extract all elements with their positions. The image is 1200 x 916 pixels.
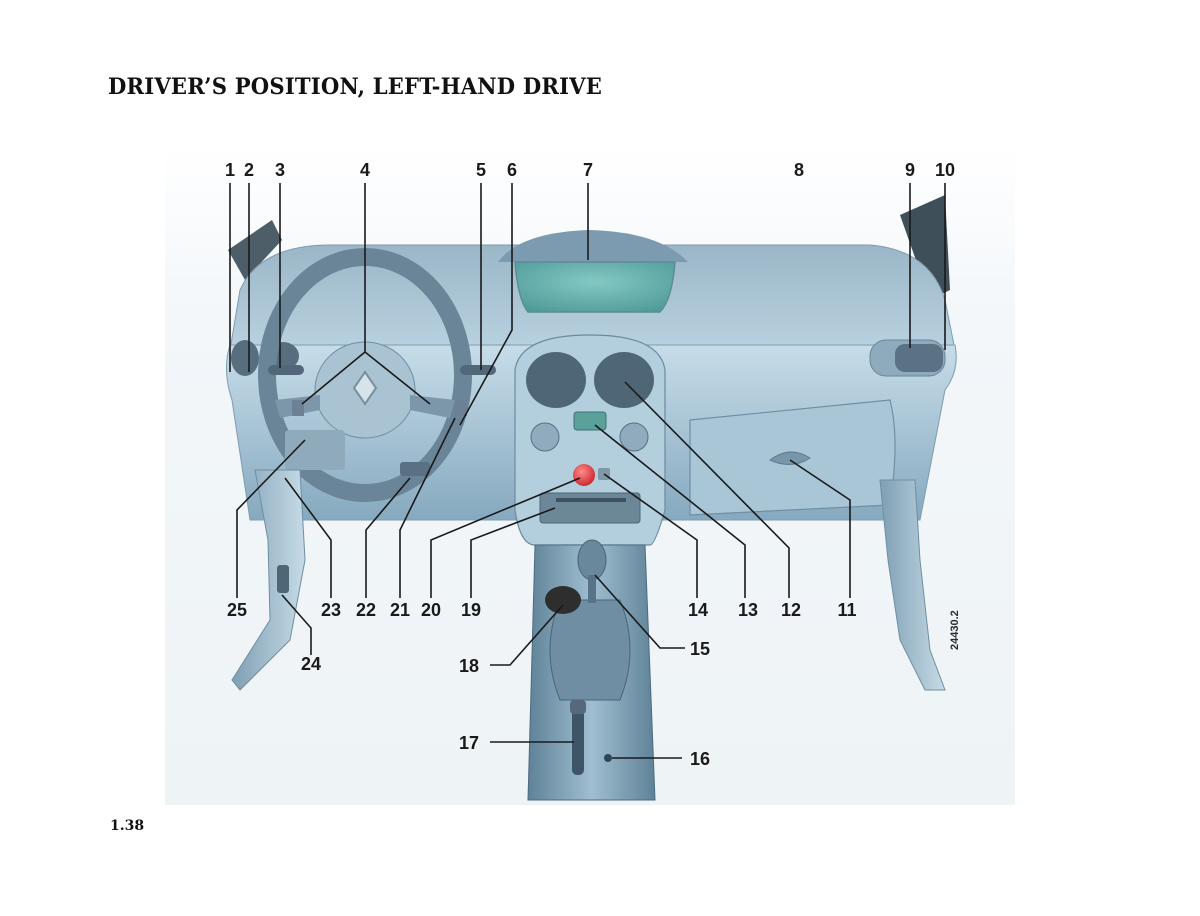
left-stalk[interactable] xyxy=(268,365,304,375)
callout-25: 25 xyxy=(227,600,247,620)
page-title: DRIVER’S POSITION, LEFT-HAND DRIVE xyxy=(108,74,603,100)
right-climate-knob[interactable] xyxy=(619,422,649,452)
renault-logo-icon xyxy=(352,370,378,406)
callout-9: 9 xyxy=(905,160,915,180)
callout-3: 3 xyxy=(275,160,285,180)
callout-23: 23 xyxy=(321,600,341,620)
callout-14: 14 xyxy=(688,600,708,620)
display-hood xyxy=(498,230,688,262)
handbrake-top xyxy=(570,700,586,714)
radio-slot xyxy=(556,498,626,502)
callout-13: 13 xyxy=(738,600,758,620)
callout-17: 17 xyxy=(459,733,479,753)
callout-20: 20 xyxy=(421,600,441,620)
knee-panel xyxy=(285,430,345,470)
callout-7: 7 xyxy=(583,160,593,180)
right-vent-grille xyxy=(895,344,943,372)
horn-switch-right[interactable] xyxy=(455,400,467,416)
callout-8: 8 xyxy=(794,160,804,180)
page-number: 1.38 xyxy=(110,818,145,834)
callout-24: 24 xyxy=(301,654,321,674)
callout-19: 19 xyxy=(461,600,481,620)
hazard-warning-button[interactable] xyxy=(573,464,595,486)
callout-21: 21 xyxy=(390,600,410,620)
storage-button[interactable] xyxy=(604,754,612,762)
callout-10: 10 xyxy=(935,160,955,180)
central-display-screen xyxy=(514,261,676,313)
callout-1: 1 xyxy=(225,160,235,180)
gear-boot xyxy=(549,599,631,701)
right-stalk[interactable] xyxy=(460,365,496,375)
left-side-vent xyxy=(231,340,259,376)
right-lower-pillar xyxy=(879,479,946,691)
callout-5: 5 xyxy=(476,160,486,180)
bonnet-release[interactable] xyxy=(400,462,430,476)
steering-spoke-right xyxy=(410,395,455,418)
right-a-pillar xyxy=(900,195,950,300)
gear-knob[interactable] xyxy=(577,539,607,581)
handbrake-lever[interactable] xyxy=(572,705,584,775)
center-right-vent xyxy=(594,352,654,408)
callout-11: 11 xyxy=(837,600,856,620)
gear-stem xyxy=(588,575,596,603)
callout-18: 18 xyxy=(459,656,479,676)
clock-display xyxy=(573,411,607,431)
callout-12: 12 xyxy=(781,600,801,620)
left-a-pillar xyxy=(228,220,282,280)
horn-switch-left[interactable] xyxy=(292,400,304,416)
bonnet-lever[interactable] xyxy=(277,565,289,593)
callout-16: 16 xyxy=(690,749,710,769)
cigar-lighter[interactable] xyxy=(545,586,581,614)
center-left-vent xyxy=(526,352,586,408)
callout-6: 6 xyxy=(507,160,517,180)
callout-15: 15 xyxy=(690,639,710,659)
callout-2: 2 xyxy=(244,160,254,180)
callout-4: 4 xyxy=(360,160,370,180)
figure-reference: 24430.2 xyxy=(949,610,961,650)
callout-22: 22 xyxy=(356,600,376,620)
glovebox-handle xyxy=(769,451,811,465)
left-climate-knob[interactable] xyxy=(530,422,560,452)
